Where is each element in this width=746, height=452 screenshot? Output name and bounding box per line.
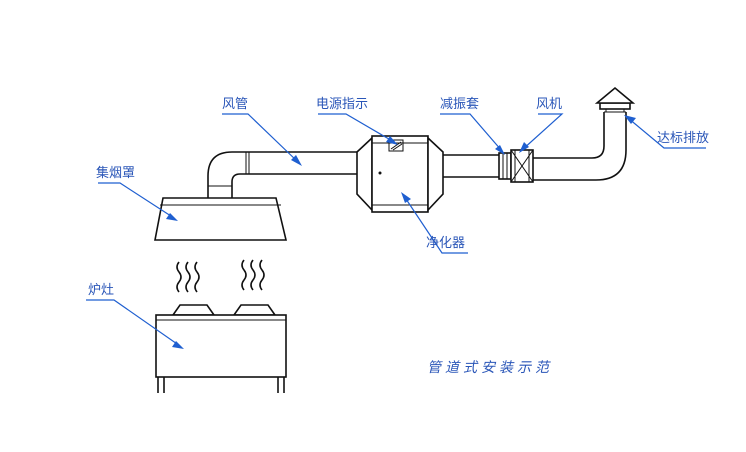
label-fan: 风机	[536, 97, 562, 112]
smoke-wave-right	[241, 259, 265, 291]
label-stove: 炉灶	[88, 283, 114, 298]
leader-discharge	[624, 115, 706, 149]
leader-stove	[86, 299, 184, 349]
leader-purifier	[401, 192, 468, 254]
fan-unit	[510, 149, 534, 183]
smoke-wave-left	[176, 261, 200, 293]
leader-duct	[222, 113, 302, 166]
leader-hood	[98, 182, 178, 221]
leader-fan	[519, 113, 564, 153]
main-duct	[232, 151, 357, 175]
label-duct: 风管	[222, 97, 248, 112]
diagram-caption: 管道式安装示范	[427, 360, 553, 376]
purifier-handle-dot	[378, 171, 382, 175]
smoke-hood	[154, 197, 288, 241]
exhaust-stack	[533, 86, 636, 181]
damper-sleeve	[498, 152, 512, 180]
label-purifier: 净化器	[426, 236, 465, 251]
label-hood: 集烟罩	[96, 165, 135, 181]
outlet-duct	[443, 154, 499, 178]
stove	[155, 304, 287, 393]
leader-power	[318, 113, 398, 145]
label-discharge: 达标排放	[657, 131, 709, 146]
label-damper-sleeve: 减振套	[440, 96, 479, 112]
label-power-indicator: 电源指示	[316, 97, 368, 112]
leader-damper	[440, 113, 505, 155]
hood-riser	[207, 151, 241, 198]
purifier-unit	[356, 135, 444, 213]
